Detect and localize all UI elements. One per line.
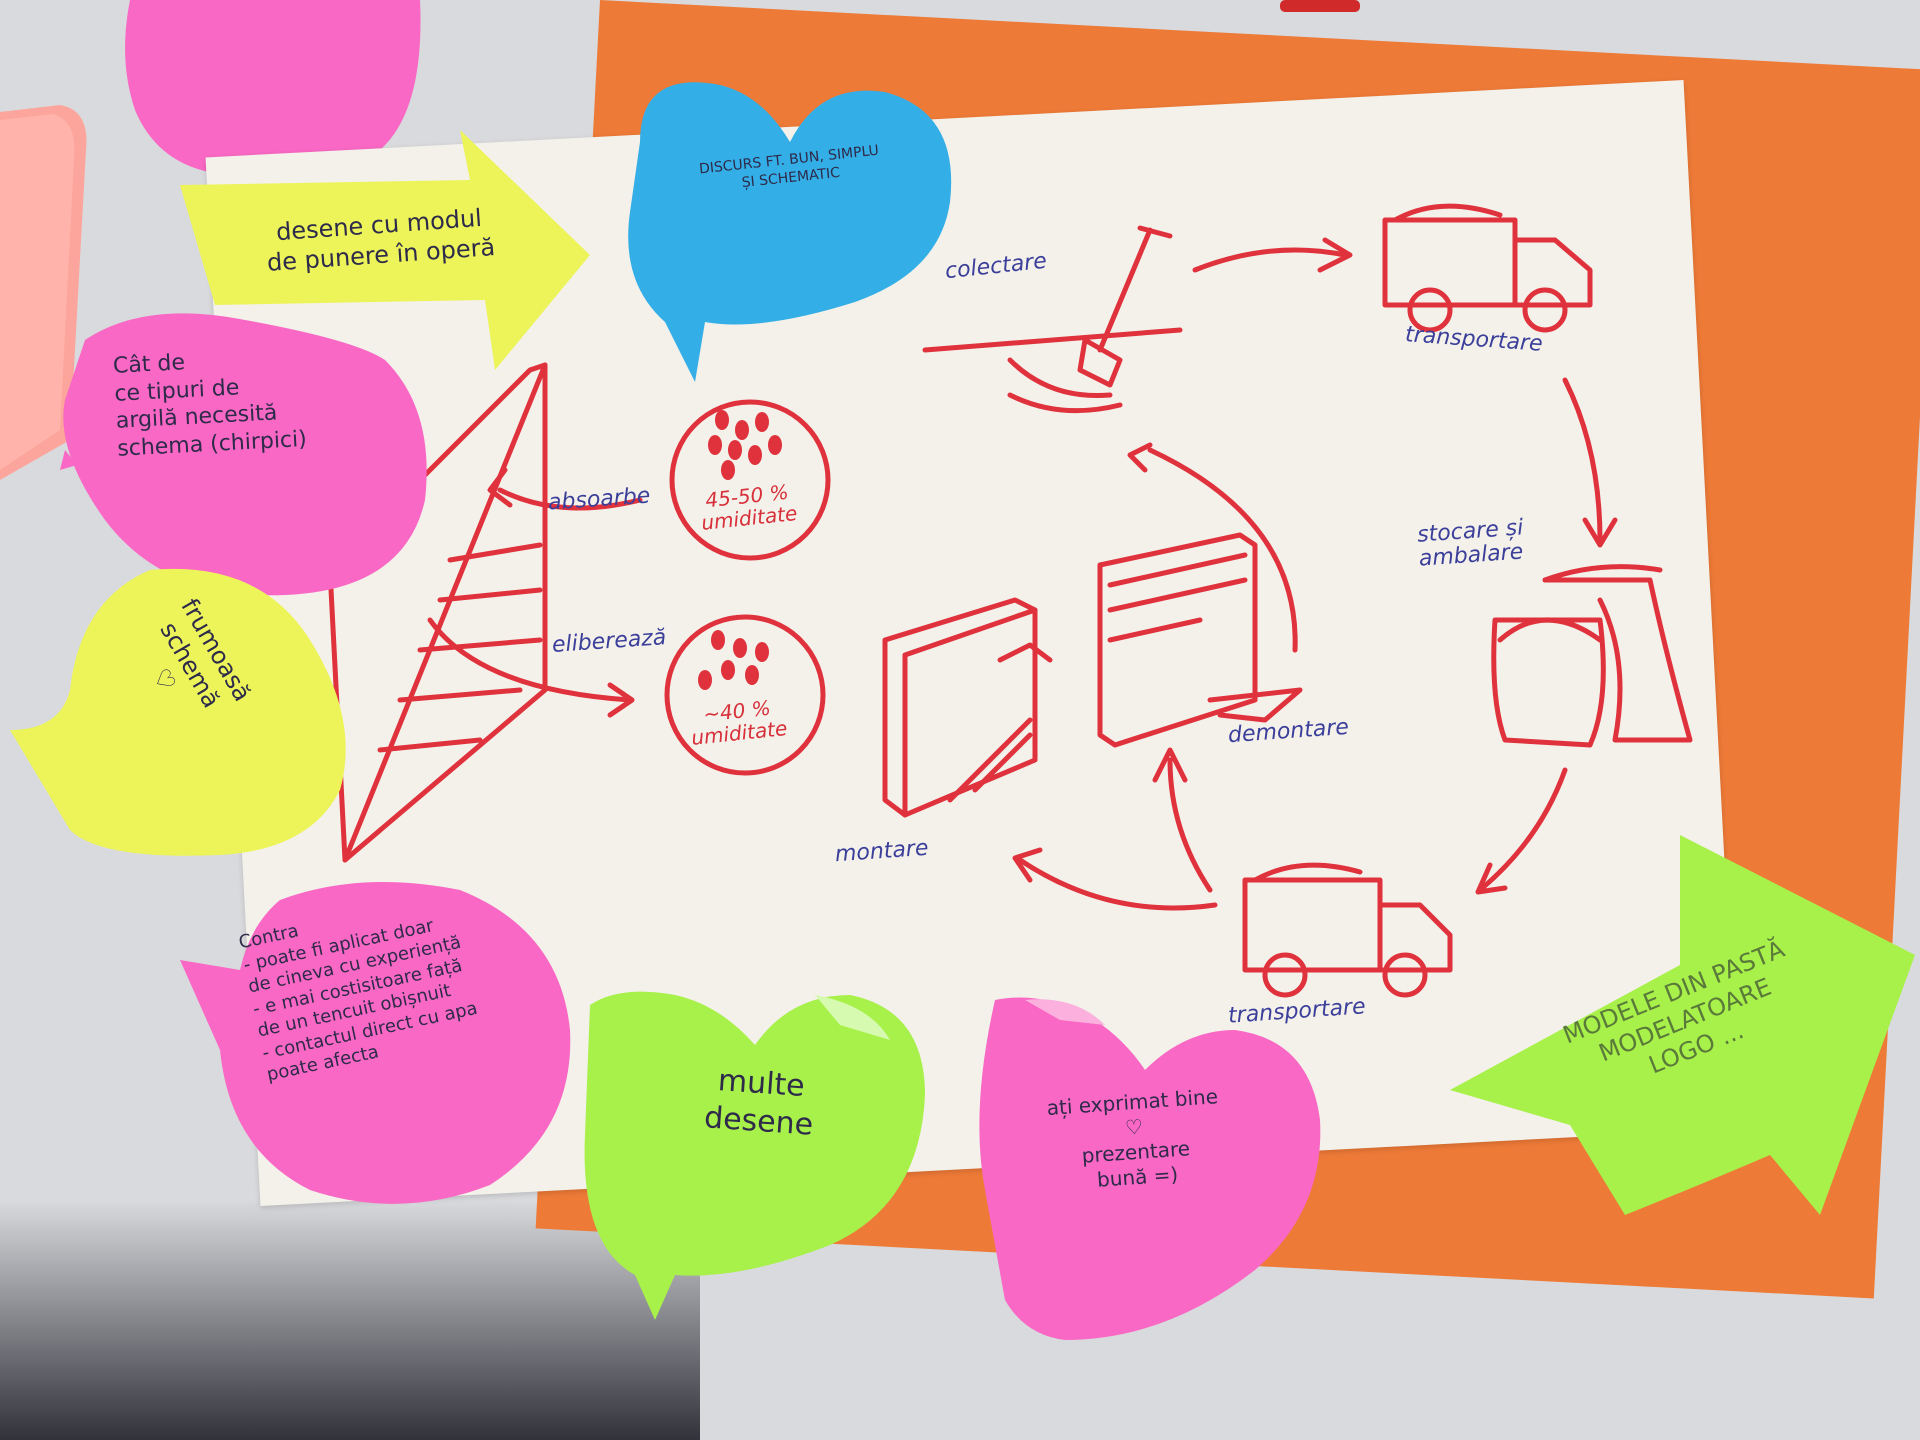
arrow-colectare-to-transport: [1192, 247, 1348, 273]
yellow-speech-note: frumoasă schemă ♡: [0, 560, 360, 860]
pink-speech-shape: [63, 313, 427, 596]
bags-drawing: [1491, 564, 1693, 748]
humidity-circle-low: [664, 614, 826, 776]
green-arrow-shape: [1450, 835, 1915, 1215]
yellow-speech-shape: [10, 568, 346, 856]
pink-contra-shape: [180, 882, 571, 1204]
note-text: multe desene: [703, 1063, 815, 1143]
humidity-circle-high: [669, 399, 831, 561]
pink-round-note-top: [125, 0, 421, 176]
label-humidity-high: 45-50 % umiditate: [700, 479, 799, 535]
yellow-arrow-note: desene cu modul de punere în operă: [170, 60, 600, 380]
pink-contra-note: Contra - poate fi aplicat doar de cineva…: [180, 870, 580, 1210]
green-heart-shape: [584, 991, 925, 1320]
droplets-high: [708, 410, 782, 480]
green-arrow-note: MODELE DIN PASTĂ MODELATOARE LOGO ...: [1450, 825, 1920, 1245]
blue-heart-shape: [628, 82, 952, 382]
pink-left-note: Cât de ce tipuri de argilă necesită sche…: [55, 300, 445, 600]
label-humidity-low: ~40 % umiditate: [690, 695, 789, 750]
arrow-absoarbe: [497, 487, 643, 511]
pink-heart-shape: [979, 997, 1321, 1340]
droplets-low: [698, 630, 769, 690]
green-heart-note: multe desene: [580, 985, 930, 1325]
shovel-drawing: [922, 225, 1183, 414]
pink-heart-note: ați exprimat bine ♡ prezentare bună =): [965, 990, 1325, 1350]
truck-top-drawing: [1382, 203, 1593, 333]
arrow-elibereaza: [427, 617, 633, 703]
truck-bottom-drawing: [1242, 862, 1453, 998]
arrow-stocare-to-transport: [1477, 767, 1568, 893]
note-text: Cât de ce tipuri de argilă necesită sche…: [112, 350, 308, 462]
demontare-wall-drawing: [1097, 532, 1303, 748]
marker-cap: [1280, 0, 1360, 12]
arrow-transport-to-stocare: [1562, 377, 1603, 543]
label-stocare: stocare și ambalare: [1416, 515, 1525, 572]
yellow-arrow-shape: [180, 130, 590, 370]
arrow-transport-to-montare: [1017, 857, 1218, 911]
table-shadow: [0, 1200, 700, 1440]
blue-heart-note: DISCURS FT. BUN, SIMPLU ȘI SCHEMATIC: [620, 72, 960, 392]
note-text: ați exprimat bine ♡ prezentare bună =): [1045, 1084, 1219, 1192]
arrow-demontare-to-colectare: [1147, 447, 1298, 653]
montare-wall-drawing: [882, 597, 1053, 818]
arrow-transport-to-demontare: [1167, 757, 1213, 893]
